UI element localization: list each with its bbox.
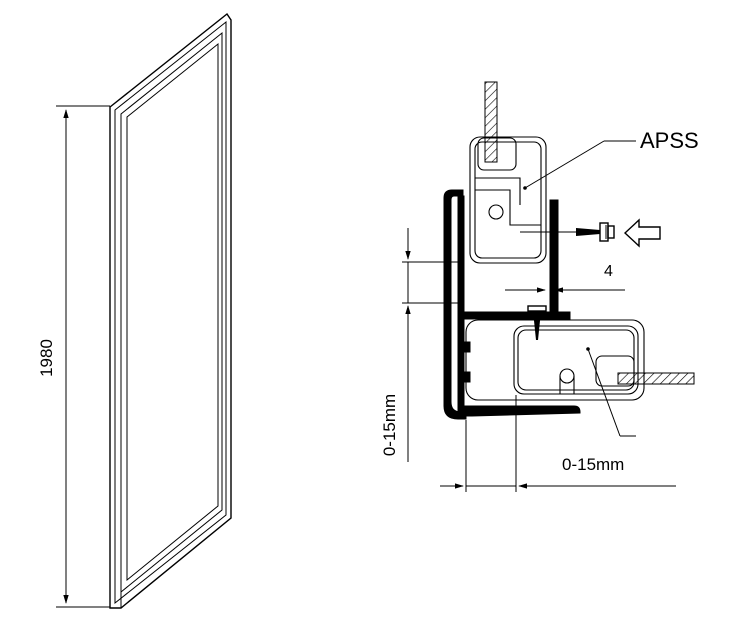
lower-leader: [587, 348, 636, 437]
upright-bar: [549, 199, 559, 313]
height-dimension-label: 1980: [37, 339, 56, 377]
lower-profile: [461, 319, 645, 417]
height-dimension-line: [56, 105, 110, 608]
horizontal-adjust-label: 0-15mm: [562, 455, 624, 474]
door-panel: [109, 12, 232, 609]
bottom-screw: [527, 305, 547, 340]
apss-leader: [524, 140, 636, 189]
horizontal-dim: [440, 395, 676, 492]
side-wall-hatch: [617, 372, 695, 385]
screw-distance-label: 4: [604, 263, 613, 280]
top-wall-hatch: [484, 81, 498, 163]
upper-profile: [469, 136, 547, 264]
push-arrow: [623, 218, 661, 248]
apss-label: APSS: [640, 128, 699, 153]
wall-bracket: [443, 189, 571, 420]
vertical-adjust-label: 0-15mm: [380, 394, 399, 456]
vertical-dim: [402, 228, 460, 462]
screw-assembly: [520, 222, 615, 242]
